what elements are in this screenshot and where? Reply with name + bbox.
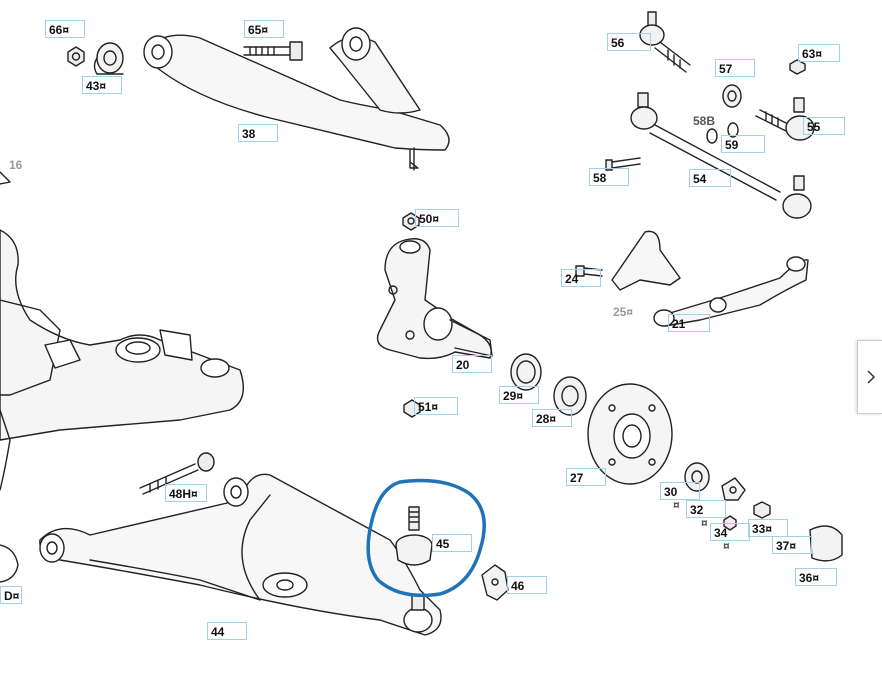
label-30[interactable]: 30 [660,482,700,500]
label-27[interactable]: 27 [566,468,606,486]
label-32[interactable]: 32 [686,500,726,518]
label-57[interactable]: 57 [715,59,755,77]
label-65[interactable]: 65¤ [244,20,284,38]
label-59[interactable]: 59 [721,135,765,153]
label-55[interactable]: 55 [803,117,845,135]
part-29-seal [510,353,542,391]
part-45-ball-joint [395,506,433,566]
highlight-ring [366,478,486,598]
label-45[interactable]: 45 [432,534,472,552]
chevron-right-icon [867,370,876,384]
part-38-upper-control-arm [143,27,450,171]
part-65-bolt [243,41,303,61]
label-58[interactable]: 58 [589,168,629,186]
part-27-brake-rotor [587,383,673,485]
part-54-tie-rod [630,92,812,219]
label-28[interactable]: 28¤ [532,409,572,427]
part-21-steering-arm [611,230,809,327]
part-57-clamp [722,84,742,108]
part-20-steering-knuckle [376,238,493,360]
label-50[interactable]: 50¤ [415,209,459,227]
label-34[interactable]: 34 [710,523,750,541]
label-29[interactable]: 29¤ [499,386,539,404]
part-51-nut [403,399,421,418]
label-20[interactable]: 20 [452,355,492,373]
label-33[interactable]: 33¤ [748,519,788,537]
part-43-bushing [93,42,124,75]
label-56[interactable]: 56 [607,33,651,51]
part-30-bearing [684,462,710,492]
label-54[interactable]: 54 [689,169,731,187]
part-63-nut [789,59,806,75]
label-24[interactable]: 24 [561,269,601,287]
part-28-bearing [553,376,587,416]
part-48H-bolt [139,452,215,495]
part-46-bracket [481,564,509,601]
subframe-crossmember [0,229,244,583]
label-58B[interactable]: 58B [693,114,716,128]
label-36[interactable]: 36¤ [795,568,837,586]
label-51[interactable]: 51¤ [414,397,458,415]
part-36-dust-cap [809,525,843,562]
label-44[interactable]: 44 [207,622,247,640]
label-37[interactable]: 37¤ [772,536,812,554]
part-58-bolt [605,157,641,171]
label-25[interactable]: 25¤ [613,305,634,319]
label-16[interactable]: 16 [9,158,23,172]
part-59-washer [727,122,739,138]
label-D[interactable]: D¤ [0,586,22,604]
label-32-suffix: ¤ [701,516,708,530]
label-38[interactable]: 38 [238,124,278,142]
label-46[interactable]: 46 [507,576,547,594]
part-56-tie-rod-end [639,11,691,73]
label-66[interactable]: 66¤ [45,20,85,38]
part-32-washer [721,477,746,501]
next-page-button[interactable] [857,340,882,414]
label-48H[interactable]: 48H¤ [165,484,207,502]
part-66-nut [67,46,85,67]
label-21[interactable]: 21 [668,314,710,332]
label-30-suffix: ¤ [673,498,680,512]
label-43[interactable]: 43¤ [82,76,122,94]
part-16-fragment [0,171,11,185]
label-63[interactable]: 63¤ [798,44,840,62]
label-34-suffix: ¤ [723,539,730,553]
